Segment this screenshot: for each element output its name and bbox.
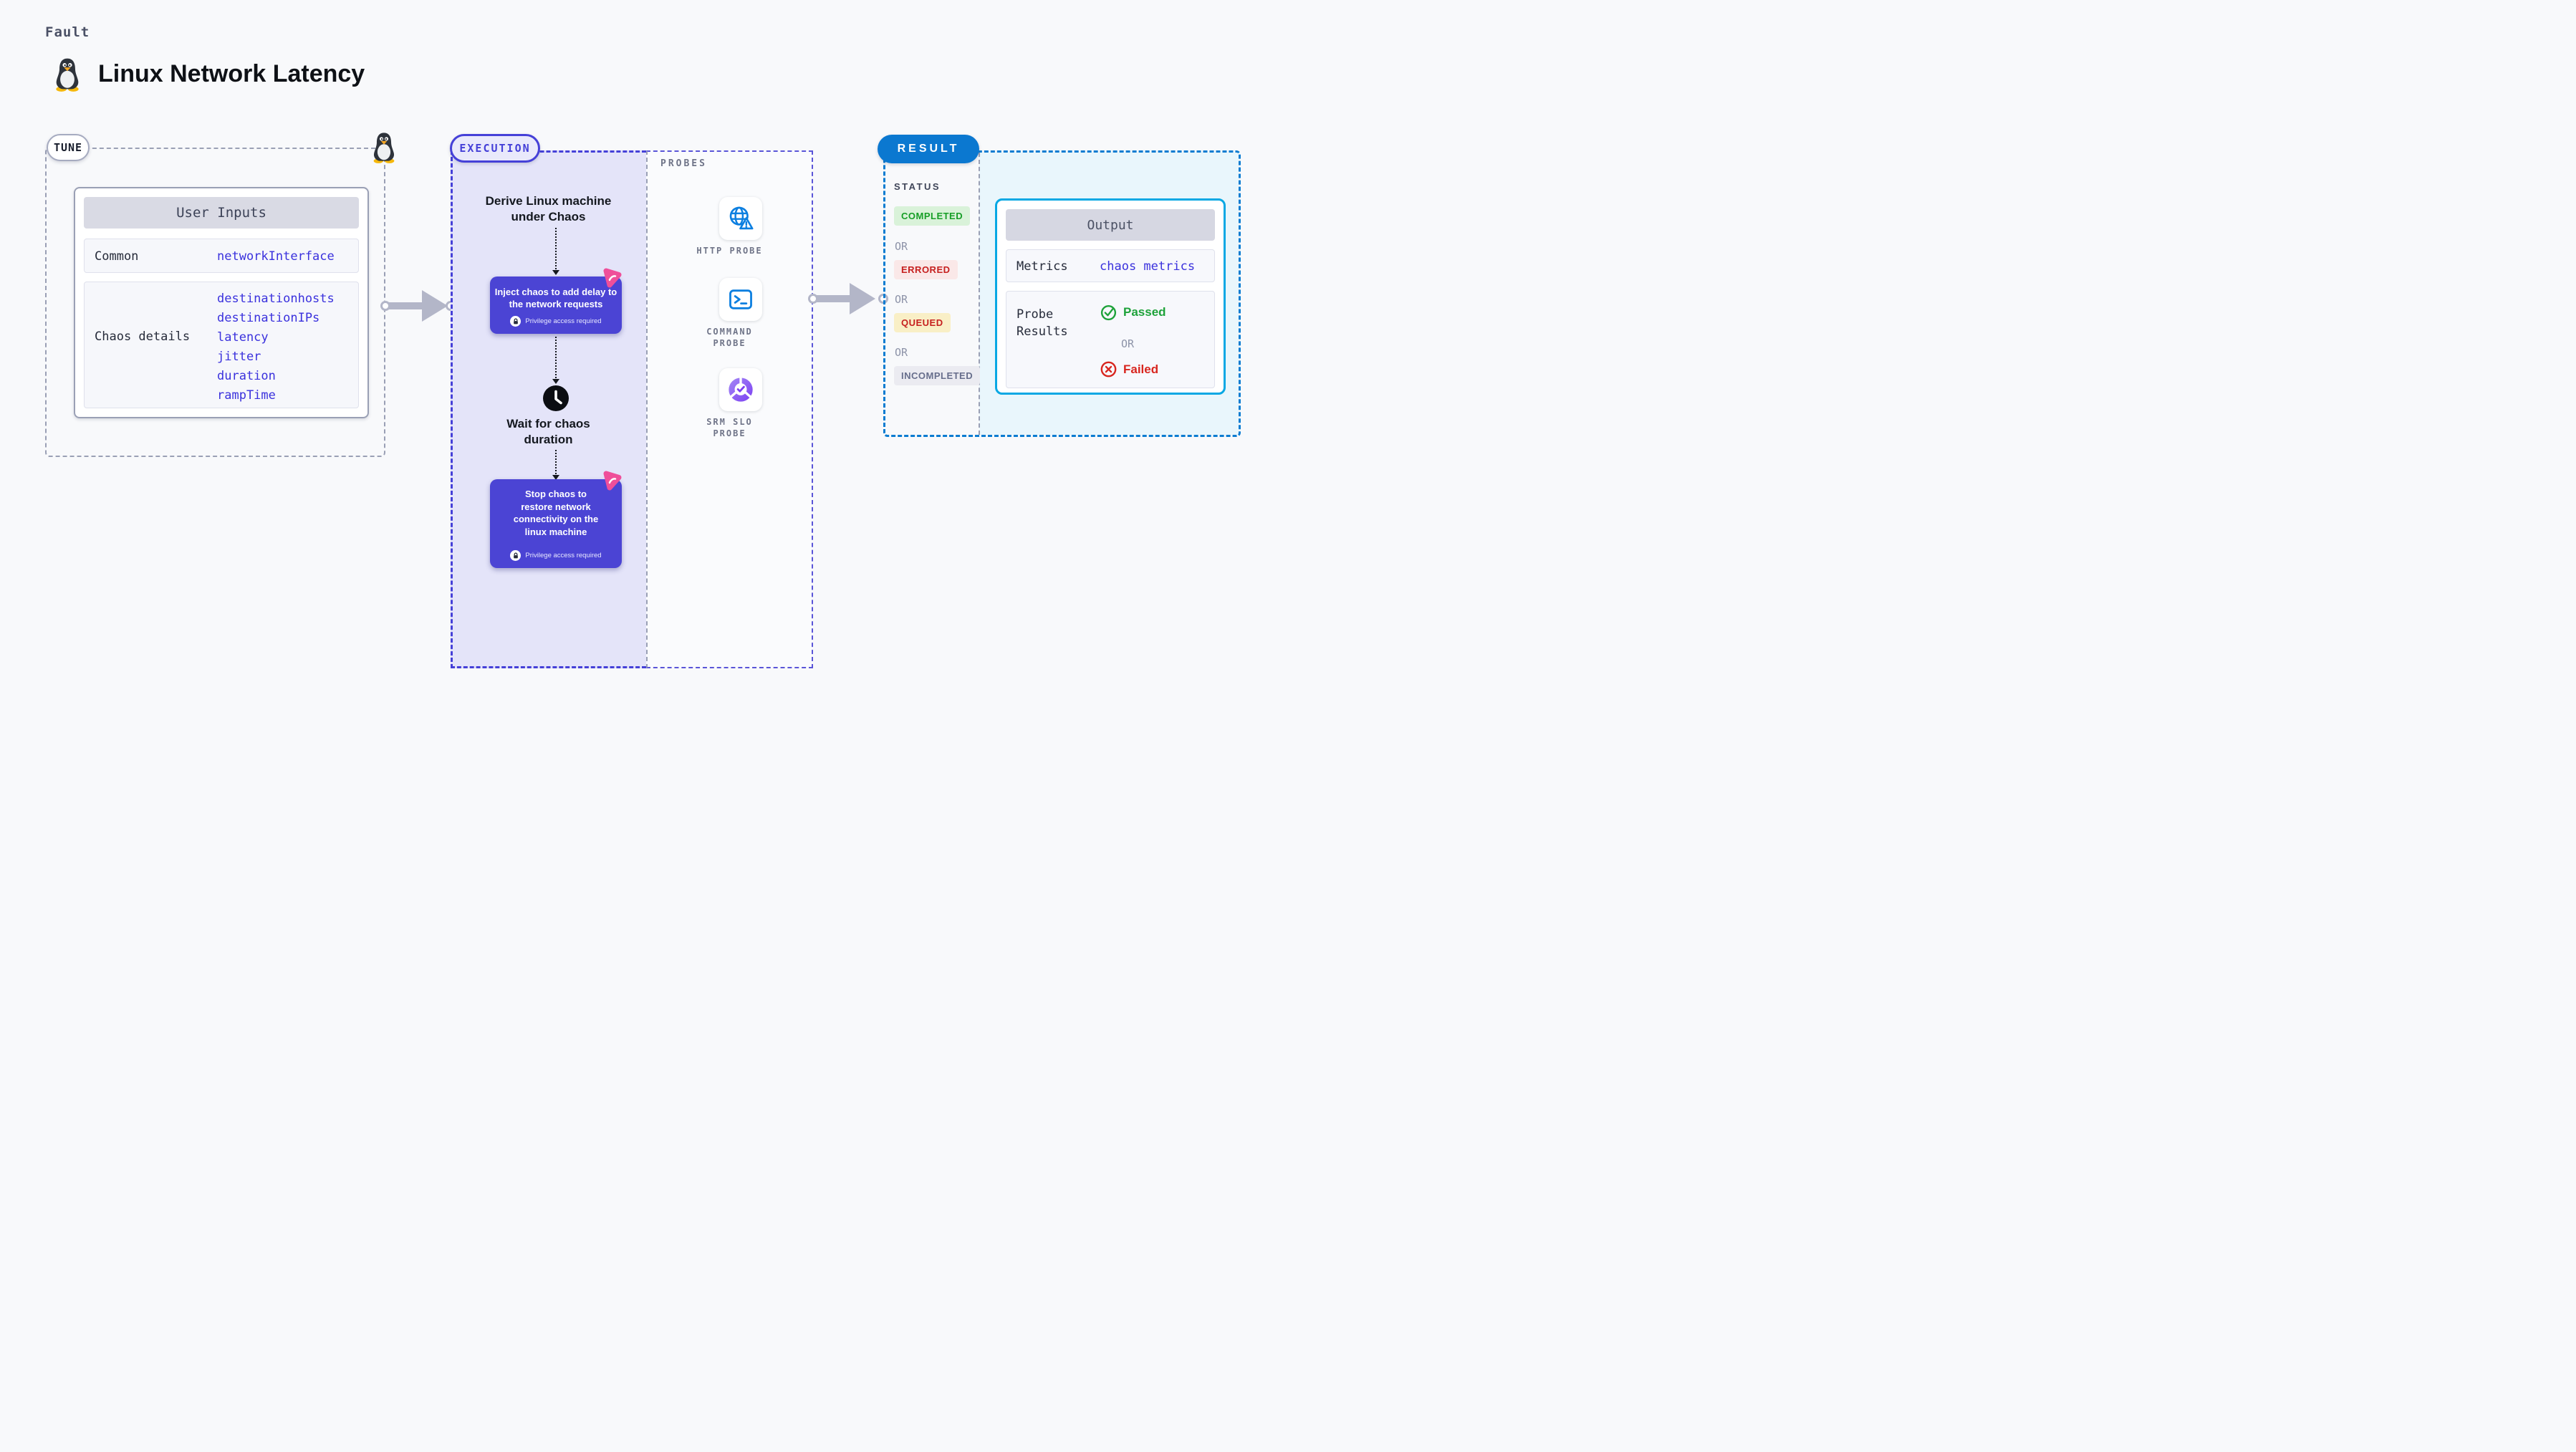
lock-icon <box>510 316 522 327</box>
terminal-icon <box>729 289 752 309</box>
status-badge-queued: QUEUED <box>894 313 951 332</box>
clock-icon <box>543 385 569 411</box>
fault-kicker: Fault <box>45 24 90 40</box>
result-section-box: STATUS COMPLETED OR ERRORED OR QUEUED OR… <box>883 150 1241 437</box>
connector-arrowhead <box>552 475 559 480</box>
probe-result-passed: Passed <box>1100 303 1166 321</box>
stop-chaos-step: Stop chaos to restore network connectivi… <box>490 479 622 568</box>
probe-result-failed: Failed <box>1100 360 1158 378</box>
http-probe-card <box>719 197 762 240</box>
connector-dotted <box>555 337 557 378</box>
status-label: STATUS <box>894 181 941 192</box>
or-label: OR <box>895 240 908 253</box>
metrics-label: Metrics <box>1017 259 1068 274</box>
input-value: duration <box>217 369 276 383</box>
output-title: Output <box>1006 209 1215 241</box>
input-value: destinationIPs <box>217 311 320 325</box>
metrics-row: Metrics chaos metrics <box>1006 249 1215 282</box>
output-card: Output Metrics chaos metrics Probe Resul… <box>995 198 1226 395</box>
derive-step-text: Derive Linux machine under Chaos <box>485 194 612 223</box>
input-value: jitter <box>217 350 261 364</box>
fault-diagram: Fault Linux Network Latency TUNE User In… <box>0 0 1288 726</box>
check-circle-icon <box>1100 304 1117 321</box>
status-badge-incompleted: INCOMPLETED <box>894 366 981 385</box>
input-row-label: Chaos details <box>95 330 191 344</box>
command-probe-label: COMMAND PROBE <box>706 327 753 348</box>
or-label: OR <box>1121 337 1135 350</box>
chaos-fault-icon <box>603 471 622 491</box>
privilege-note: Privilege access required <box>525 317 602 325</box>
user-inputs-card: User Inputs Common networkInterface Chao… <box>74 187 369 418</box>
input-value: destinationhosts <box>217 292 335 306</box>
status-badge-completed: COMPLETED <box>894 206 971 226</box>
slo-pie-icon <box>729 377 753 402</box>
input-row-chaos-details: Chaos details destinationhosts destinati… <box>84 282 359 408</box>
metrics-value: chaos metrics <box>1100 259 1196 274</box>
or-label: OR <box>895 346 908 359</box>
connector-dotted <box>555 228 557 269</box>
connector-arrowhead <box>552 379 559 384</box>
user-inputs-title: User Inputs <box>84 197 359 229</box>
globe-alert-icon <box>729 206 754 230</box>
linux-penguin-icon <box>56 58 79 92</box>
execution-pill: EXECUTION <box>450 134 540 163</box>
inject-chaos-step: Inject chaos to add delay to the network… <box>490 277 622 334</box>
input-value: latency <box>217 330 269 345</box>
page-title: Linux Network Latency <box>98 60 365 87</box>
input-row-label: Common <box>95 249 139 264</box>
result-pill: RESULT <box>878 135 979 163</box>
input-row-common: Common networkInterface <box>84 239 359 273</box>
srm-slo-probe-card <box>719 368 762 411</box>
input-value: networkInterface <box>217 249 335 264</box>
srm-slo-probe-label: SRM SLO PROBE <box>706 417 753 438</box>
lock-icon <box>510 550 522 561</box>
privilege-note: Privilege access required <box>525 552 602 559</box>
connector-arrowhead <box>552 270 559 275</box>
chaos-fault-icon <box>603 268 622 288</box>
wait-step-text: Wait for chaos duration <box>506 417 590 446</box>
probe-results-label: Probe Results <box>1017 307 1068 339</box>
connector-dotted <box>555 450 557 474</box>
or-label: OR <box>895 293 908 306</box>
x-circle-icon <box>1100 361 1117 378</box>
command-probe-card <box>719 278 762 321</box>
http-probe-label: HTTP PROBE <box>696 246 763 256</box>
tune-pill: TUNE <box>47 134 90 161</box>
input-value: rampTime <box>217 388 276 403</box>
linux-penguin-icon-small <box>373 133 395 163</box>
execution-section-box <box>451 150 646 668</box>
probes-label: PROBES <box>660 158 707 169</box>
result-divider <box>979 153 980 435</box>
probe-results-row: Probe Results Passed OR Failed <box>1006 291 1215 388</box>
status-badge-errored: ERRORED <box>894 260 958 279</box>
